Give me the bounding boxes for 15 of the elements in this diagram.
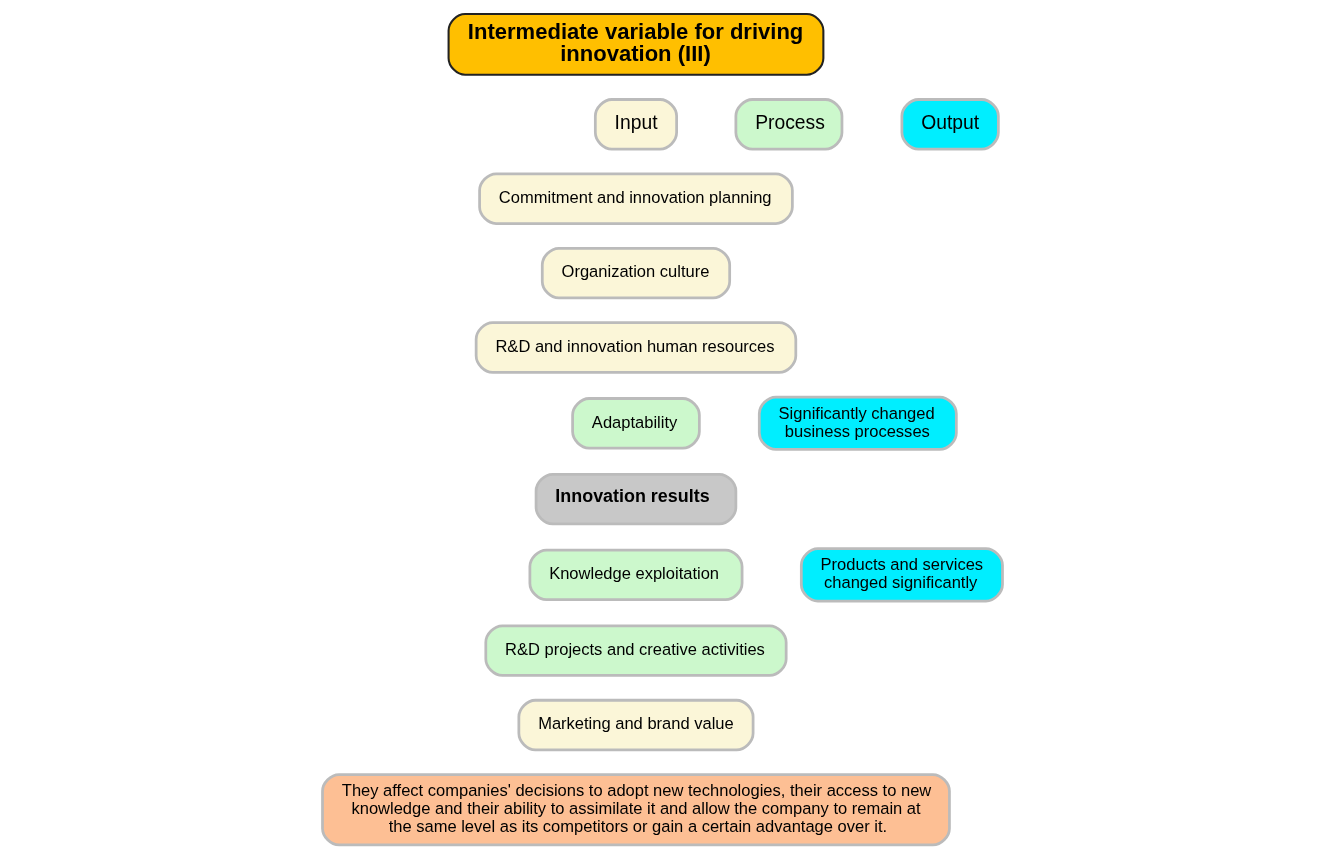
node-box: Input: [593, 98, 678, 151]
node-box: Knowledge exploitation: [528, 548, 744, 602]
node-box: R&D and innovation human resources: [474, 321, 798, 374]
node-box: Products and services changed significantly: [799, 547, 1004, 603]
node-box: Intermediate variable for driving innovation (III): [447, 13, 825, 76]
node-box: Innovation results: [534, 472, 738, 526]
node-box: They affect companies' decisions to adopt new technologies, their access to new knowledge and their ability to assimilate it and allow the company to remain at the same level as its competitors or gain a certain advantage over it.: [321, 773, 951, 847]
node-box: Significantly changed business processes: [757, 395, 958, 451]
node-box: Adaptability: [571, 397, 701, 450]
node-box: Organization culture: [540, 246, 732, 300]
node-box: Output: [900, 98, 1000, 151]
node-box: Process: [734, 98, 844, 151]
node-box: R&D projects and creative activities: [484, 624, 788, 677]
node-box: Commitment and innovation planning: [478, 172, 794, 225]
node-box: Marketing and brand value: [517, 698, 755, 752]
